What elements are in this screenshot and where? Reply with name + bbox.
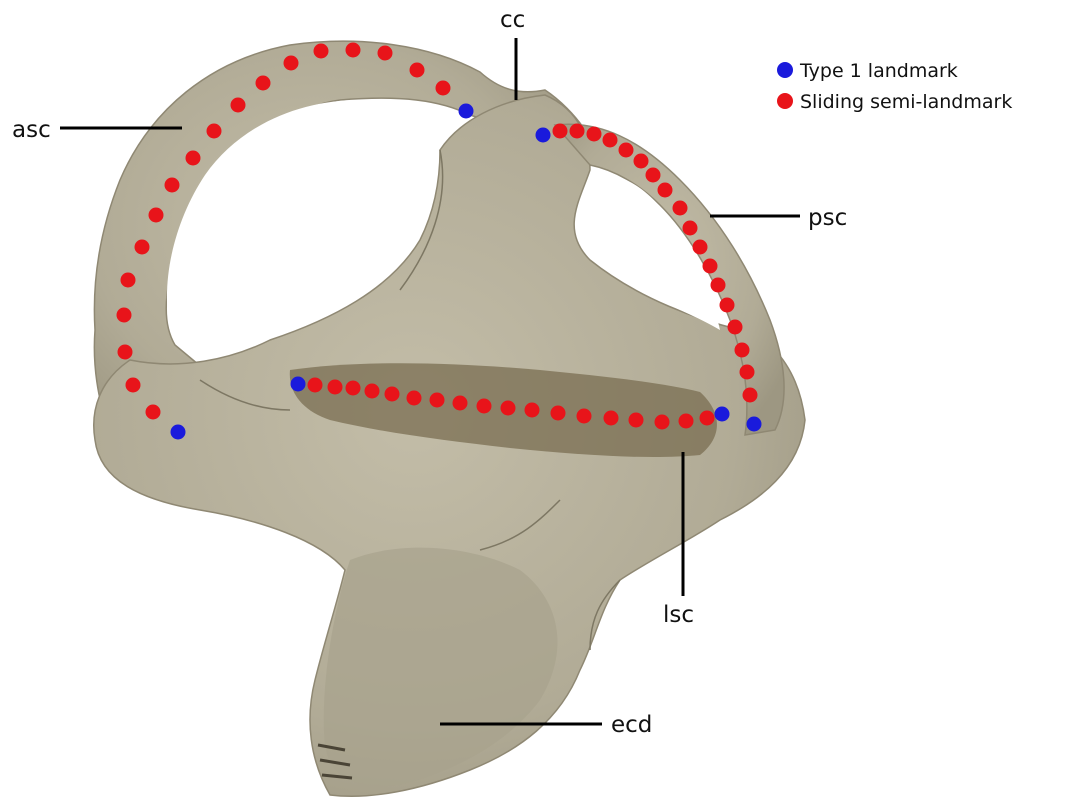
semi-landmark-dot <box>186 151 201 166</box>
type1-landmark-dot <box>747 417 762 432</box>
label-cc: cc <box>500 7 525 33</box>
semi-landmark-dot <box>117 308 132 323</box>
semi-landmark-dot <box>453 396 468 411</box>
semi-landmark-dot <box>118 345 133 360</box>
semi-landmark-dot <box>365 384 380 399</box>
semi-landmark-dot <box>308 378 323 393</box>
semi-landmark-dot <box>646 168 661 183</box>
semi-landmark-dot <box>436 81 451 96</box>
type1-landmark-dot <box>171 425 186 440</box>
semi-landmark-dot <box>679 414 694 429</box>
semi-landmark-dot <box>711 278 726 293</box>
semi-landmark-dot <box>634 154 649 169</box>
type1-landmark-dot <box>536 128 551 143</box>
type1-landmark-dot <box>459 104 474 119</box>
semi-landmark-dot <box>604 411 619 426</box>
label-psc: psc <box>808 205 847 231</box>
legend-type1-marker <box>777 62 793 78</box>
semi-landmark-dot <box>477 399 492 414</box>
semi-landmark-dot <box>553 124 568 139</box>
label-asc: asc <box>12 117 51 143</box>
semi-landmark-dot <box>284 56 299 71</box>
legend: Type 1 landmark Sliding semi-landmark <box>777 60 1012 113</box>
semi-landmark-dot <box>501 401 516 416</box>
semi-landmark-dot <box>655 415 670 430</box>
semi-landmark-dot <box>693 240 708 255</box>
semi-landmark-dot <box>728 320 743 335</box>
semi-landmark-dot <box>570 124 585 139</box>
semi-landmark-dot <box>619 143 634 158</box>
semi-landmark-dot <box>735 343 750 358</box>
semi-landmark-dot <box>407 391 422 406</box>
semi-landmark-dot <box>525 403 540 418</box>
bony-labyrinth-model <box>94 41 805 796</box>
semi-landmark-dot <box>314 44 329 59</box>
semi-landmark-dot <box>231 98 246 113</box>
semi-landmark-dot <box>410 63 425 78</box>
legend-semi-marker <box>777 93 793 109</box>
semi-landmark-dot <box>328 380 343 395</box>
legend-type1-label: Type 1 landmark <box>799 60 958 82</box>
semi-landmark-dot <box>207 124 222 139</box>
semi-landmark-dot <box>629 413 644 428</box>
label-ecd: ecd <box>611 712 652 738</box>
semi-landmark-dot <box>551 406 566 421</box>
semi-landmark-dot <box>683 221 698 236</box>
semi-landmark-dot <box>700 411 715 426</box>
semi-landmark-dot <box>346 381 361 396</box>
semi-landmark-dot <box>385 387 400 402</box>
lower-body-shade <box>324 548 558 787</box>
semi-landmark-dot <box>720 298 735 313</box>
semi-landmark-dot <box>126 378 141 393</box>
semi-landmark-dot <box>146 405 161 420</box>
semi-landmark-dot <box>703 259 718 274</box>
semi-landmark-dot <box>577 409 592 424</box>
semi-landmark-dot <box>135 240 150 255</box>
legend-semi-label: Sliding semi-landmark <box>800 91 1012 113</box>
semi-landmark-dot <box>430 393 445 408</box>
semi-landmark-dot <box>378 46 393 61</box>
semi-landmark-dot <box>256 76 271 91</box>
type1-landmark-dot <box>715 407 730 422</box>
semi-landmark-dot <box>346 43 361 58</box>
semi-landmark-dot <box>121 273 136 288</box>
semi-landmark-dot <box>603 133 618 148</box>
semi-landmark-dot <box>165 178 180 193</box>
type1-landmark-dot <box>291 377 306 392</box>
semi-landmark-dot <box>673 201 688 216</box>
semi-landmark-dot <box>587 127 602 142</box>
semi-landmark-dot <box>740 365 755 380</box>
semi-landmark-dot <box>658 183 673 198</box>
semi-landmark-dot <box>743 388 758 403</box>
label-lsc: lsc <box>663 602 694 628</box>
semi-landmark-dot <box>149 208 164 223</box>
